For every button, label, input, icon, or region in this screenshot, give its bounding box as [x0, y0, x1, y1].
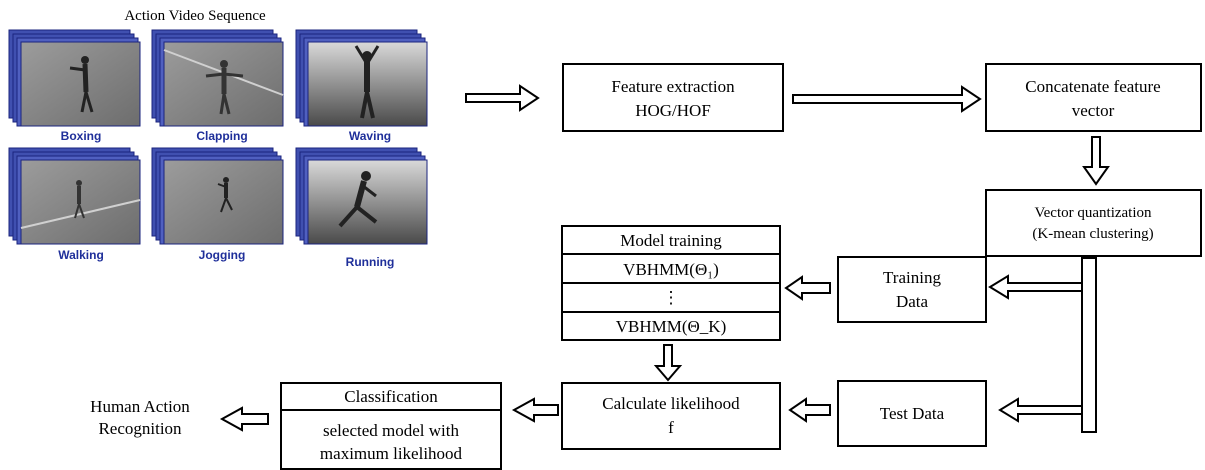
- training-data-line2: Data: [896, 292, 929, 311]
- classification-line1: selected model with: [323, 421, 459, 440]
- video-thumbnail-walking: [8, 147, 141, 245]
- feature-extraction-line2: HOG/HOF: [635, 101, 711, 120]
- concatenate-line1: Concatenate feature: [1025, 77, 1160, 96]
- classification-line2: maximum likelihood: [320, 444, 463, 463]
- training-data-line1: Training: [883, 268, 941, 287]
- vector-quantization-line2: (K-mean clustering): [1032, 226, 1153, 242]
- model-training-header: Model training: [620, 231, 722, 250]
- calculate-likelihood-box: Calculate likelihood f: [561, 382, 781, 450]
- video-panel-title: Action Video Sequence: [124, 8, 266, 24]
- video-thumbnail-waving: [295, 29, 428, 127]
- output-line2: Recognition: [98, 419, 182, 438]
- output-line1: Human Action: [90, 397, 190, 416]
- video-thumbnail-running: [295, 147, 428, 245]
- split-connector: [1081, 257, 1097, 433]
- arrow-left-icon: [998, 397, 1083, 423]
- action-label-walking: Walking: [58, 248, 104, 262]
- vector-quantization-line1: Vector quantization: [1034, 205, 1152, 221]
- training-data-box: Training Data: [837, 256, 987, 323]
- model-last: VBHMM(Θ_K): [616, 317, 727, 336]
- test-data-box: Test Data: [837, 380, 987, 447]
- vector-quantization-box: Vector quantization (K-mean clustering): [985, 189, 1202, 257]
- test-data-label: Test Data: [880, 404, 945, 423]
- action-label-clapping: Clapping: [196, 129, 247, 143]
- arrow-left-icon: [784, 275, 831, 301]
- arrow-right-icon: [465, 84, 540, 112]
- action-label-running: Running: [346, 255, 395, 269]
- video-thumbnail-boxing: [8, 29, 141, 127]
- feature-extraction-box: Feature extraction HOG/HOF: [562, 63, 784, 132]
- action-label-waving: Waving: [349, 129, 391, 143]
- arrow-left-icon: [511, 397, 559, 423]
- arrow-left-icon: [988, 274, 1083, 300]
- model-first: VBHMM(Θ₁): [623, 260, 719, 279]
- likelihood-line2: f: [668, 418, 674, 437]
- arrow-right-icon: [792, 85, 982, 113]
- action-label-boxing: Boxing: [61, 129, 102, 143]
- arrow-left-icon: [219, 406, 269, 432]
- classification-box: Classification selected model with maxim…: [280, 382, 502, 470]
- video-thumbnail-clapping: [151, 29, 284, 127]
- classification-header: Classification: [344, 387, 438, 406]
- action-label-jogging: Jogging: [199, 248, 246, 262]
- feature-extraction-line1: Feature extraction: [611, 77, 735, 96]
- arrow-down-icon: [653, 344, 683, 382]
- concatenate-line2: vector: [1072, 101, 1115, 120]
- arrow-down-icon: [1082, 136, 1110, 186]
- concatenate-feature-box: Concatenate feature vector: [985, 63, 1202, 132]
- arrow-left-icon: [788, 397, 831, 423]
- model-training-box: Model training VBHMM(Θ₁) ⋮ VBHMM(Θ_K): [561, 225, 781, 341]
- likelihood-line1: Calculate likelihood: [602, 394, 740, 413]
- video-thumbnail-jogging: [151, 147, 284, 245]
- model-ellipsis: ⋮: [663, 288, 680, 307]
